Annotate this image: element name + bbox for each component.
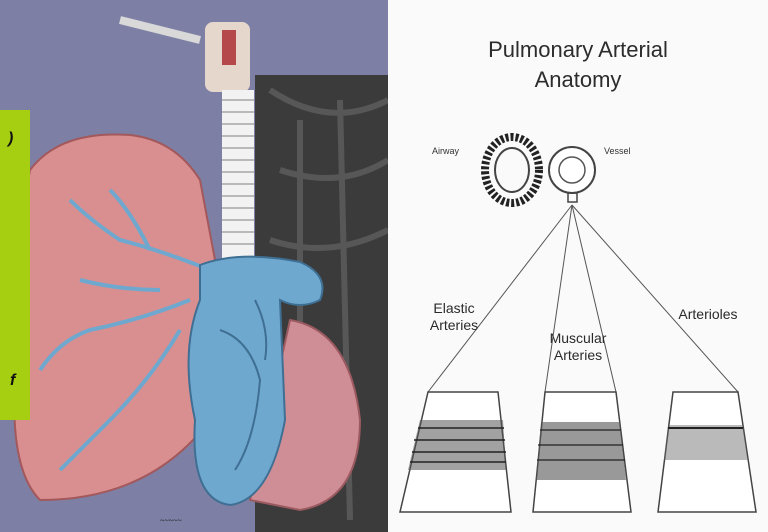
lung-illustration-panel: ) f ~~~~~ <box>0 0 388 532</box>
label-muscular-arteries: Muscular Arteries <box>528 330 628 364</box>
anatomy-diagram-panel: Pulmonary Arterial Anatomy <box>388 0 768 532</box>
airway-cross-section <box>485 137 539 203</box>
section-elastic <box>400 392 511 512</box>
artist-signature: ~~~~~ <box>160 516 182 525</box>
green-box-top-mark: ) <box>8 130 13 148</box>
lung-illustration <box>0 0 388 532</box>
green-label-box: ) f <box>0 110 30 420</box>
label-airway: Airway <box>432 146 459 156</box>
label-arterioles: Arterioles <box>658 306 758 323</box>
diagram-drawing <box>388 0 768 532</box>
vessel-cross-section <box>549 147 595 202</box>
label-elastic-arteries: Elastic Arteries <box>414 300 494 334</box>
green-box-bottom-mark: f <box>10 372 15 390</box>
label-vessel: Vessel <box>604 146 631 156</box>
trachea <box>222 90 254 260</box>
lung-left <box>14 134 215 500</box>
section-muscular <box>533 392 631 512</box>
section-arterioles <box>658 392 756 512</box>
